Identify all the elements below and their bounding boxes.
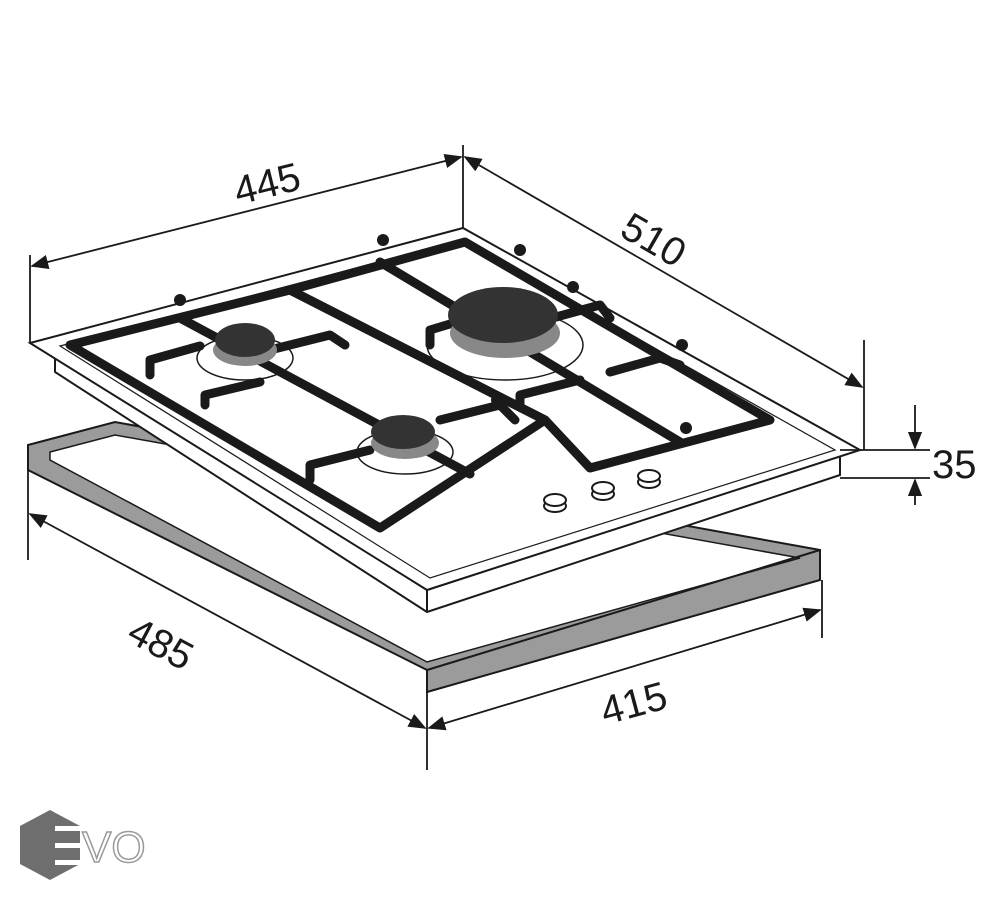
logo-text: VO bbox=[82, 823, 146, 872]
hob-body bbox=[27, 226, 863, 614]
evo-logo: VO bbox=[20, 810, 146, 880]
dimension-depth: 510 bbox=[614, 205, 694, 276]
dimension-height: 35 bbox=[932, 443, 977, 487]
dimension-cutout-depth: 485 bbox=[121, 609, 201, 679]
dimension-lines bbox=[27, 145, 930, 770]
knob bbox=[543, 493, 567, 513]
control-knobs bbox=[543, 469, 661, 513]
burner-rear-left bbox=[196, 323, 294, 381]
burner-front bbox=[356, 415, 454, 475]
dimension-width: 445 bbox=[230, 155, 305, 214]
knob bbox=[591, 481, 615, 501]
knob bbox=[637, 469, 661, 489]
dimension-cutout-width: 415 bbox=[596, 674, 672, 734]
